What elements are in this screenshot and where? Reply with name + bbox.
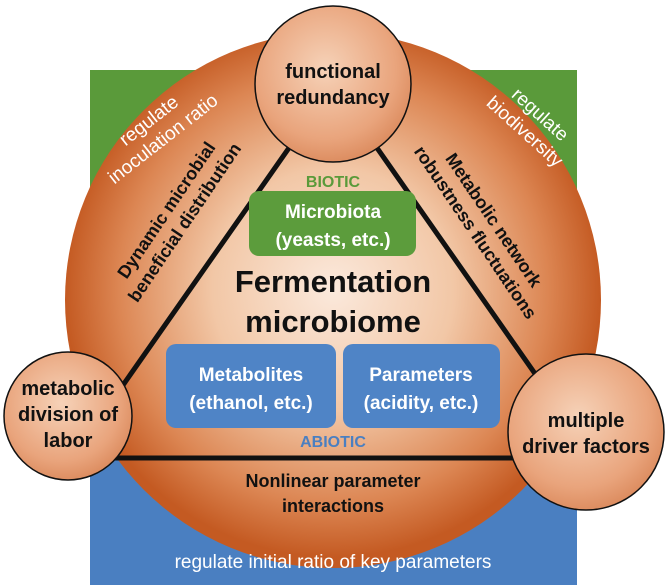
metabolites-box [166, 344, 336, 428]
edge-label-bottom-line1: Nonlinear parameter [245, 471, 420, 491]
node-left-circle [3, 351, 133, 481]
metabolites-title: Metabolites [199, 365, 304, 386]
microbiota-subtitle: (yeasts, etc.) [275, 230, 390, 251]
node-right-line1: multiple [548, 410, 625, 432]
node-left-line3: labor [44, 430, 93, 452]
central-circle [65, 32, 601, 568]
biotic-label: BIOTIC [306, 174, 361, 191]
node-top-line2: redundancy [276, 87, 390, 109]
parameters-title: Parameters [369, 365, 473, 386]
triangle-frame [69, 82, 597, 461]
center-title-line1: Fermentation [235, 264, 431, 299]
microbiota-title: Microbiota [285, 202, 381, 223]
node-left-line1: metabolic [21, 378, 114, 400]
region-label-key-parameters: regulate initial ratio of key parameters [175, 552, 492, 573]
parameters-box [343, 344, 500, 428]
center-title-line2: microbiome [245, 304, 421, 339]
node-top-circle [254, 5, 412, 163]
node-left-line2: division of [18, 404, 118, 426]
abiotic-label: ABIOTIC [300, 434, 366, 451]
parameters-subtitle: (acidity, etc.) [364, 393, 479, 414]
edge-label-bottom-line2: interactions [282, 496, 384, 516]
node-right-line2: driver factors [522, 436, 650, 458]
microbiota-box [249, 191, 416, 256]
metabolites-subtitle: (ethanol, etc.) [189, 393, 313, 414]
node-top-line1: functional [285, 61, 381, 83]
node-right-circle [507, 353, 665, 511]
